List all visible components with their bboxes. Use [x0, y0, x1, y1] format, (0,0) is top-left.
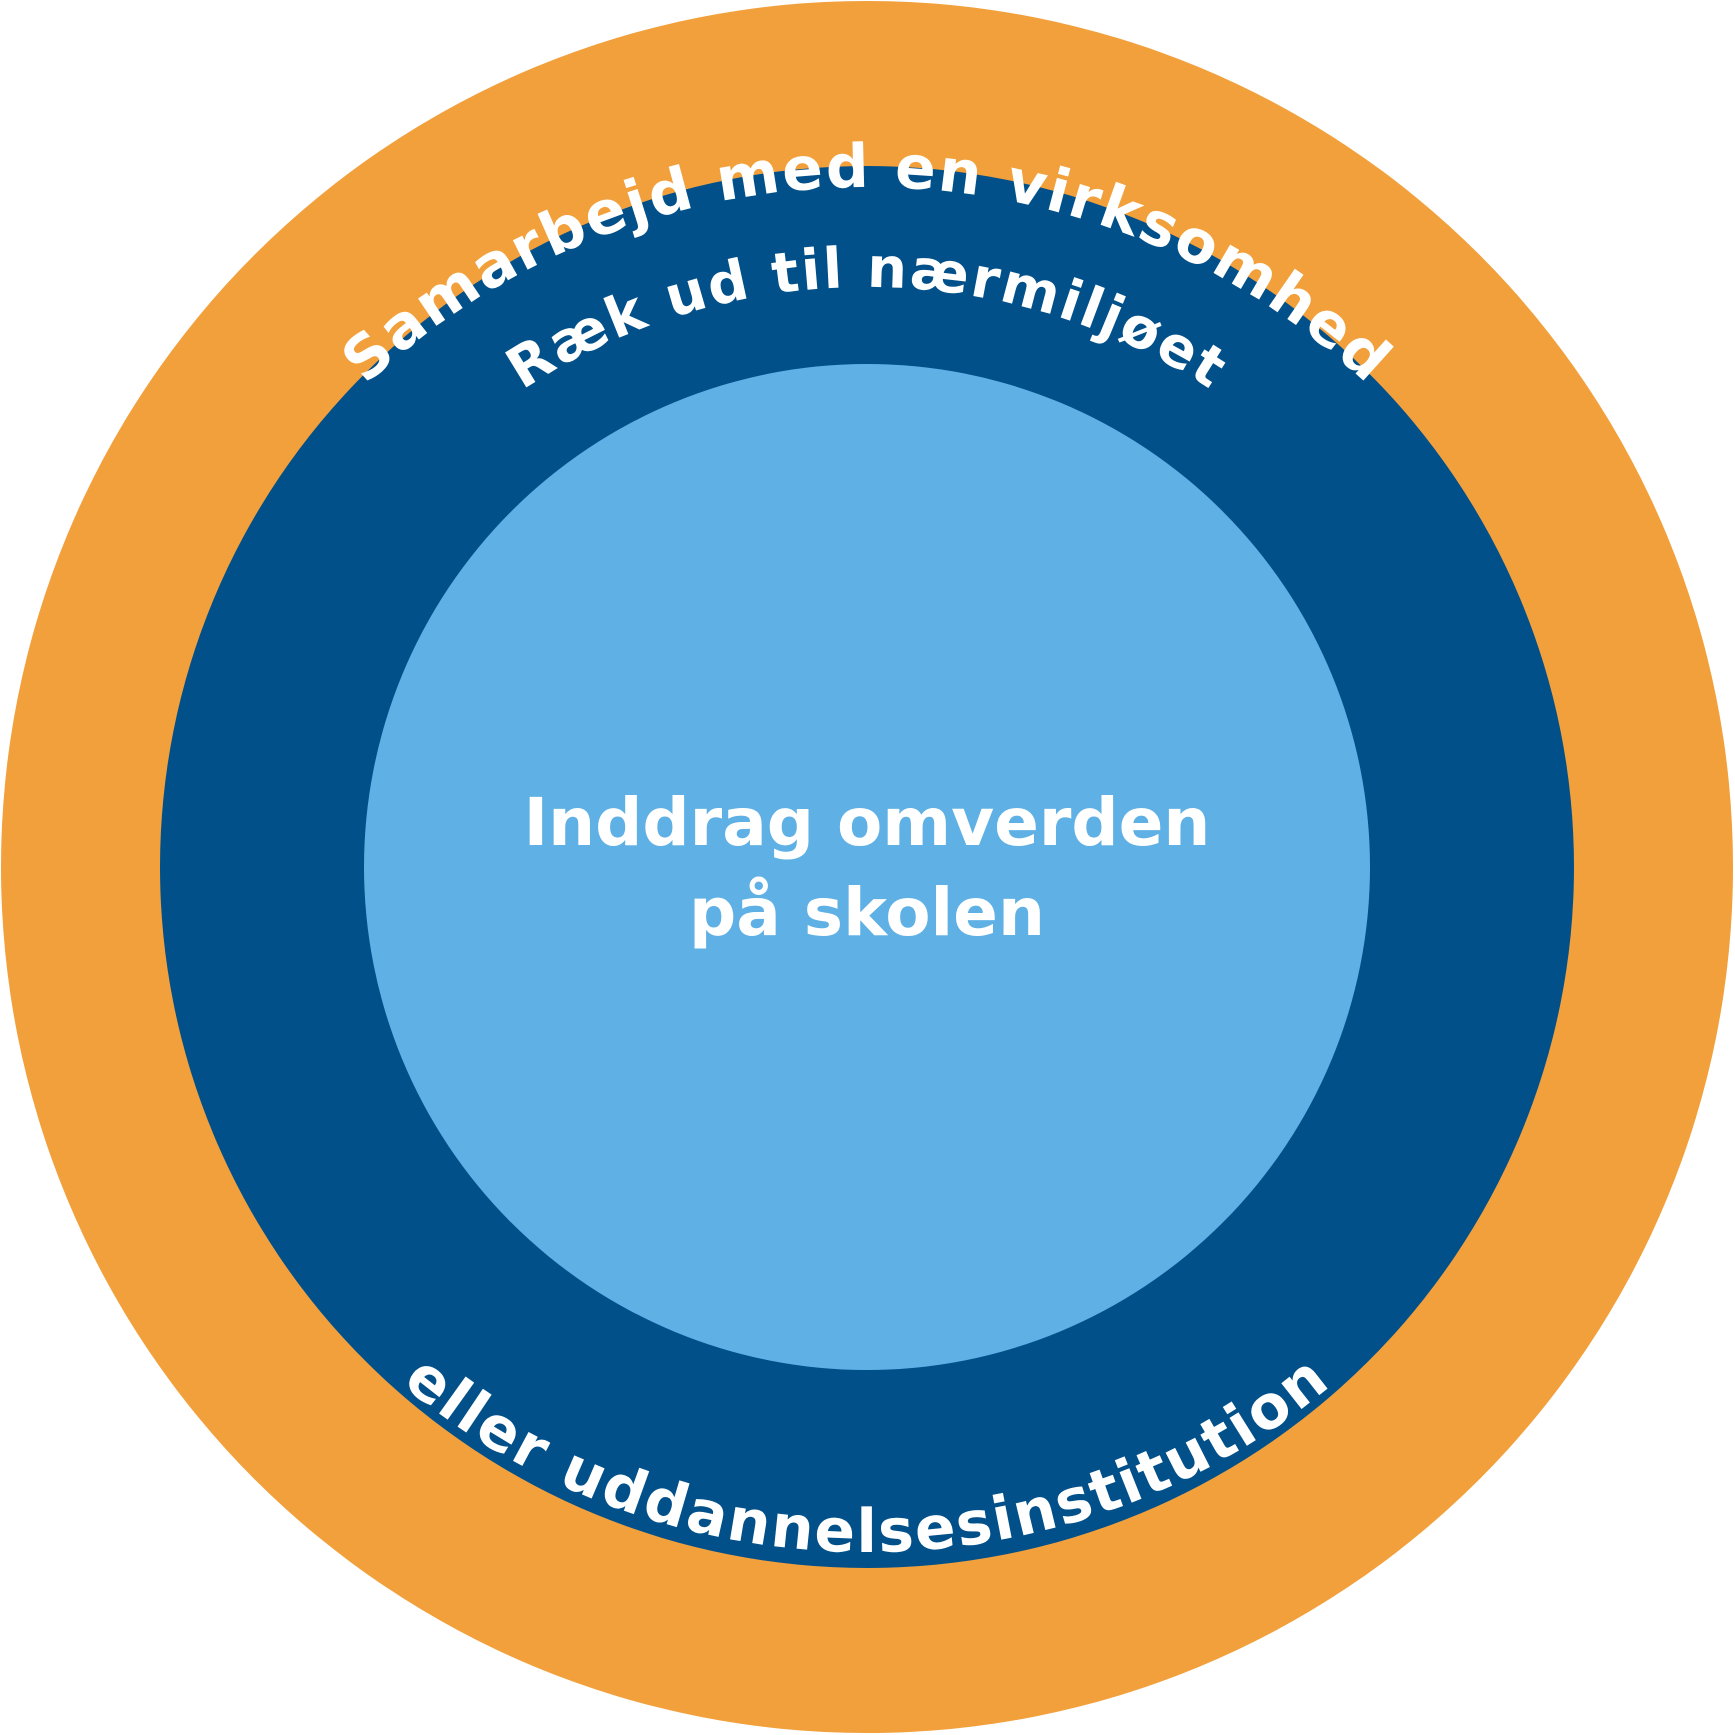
inner-circle	[364, 364, 1370, 1370]
center-title-line2: på skolen	[689, 874, 1045, 951]
center-title-line1: Inddrag omverden	[524, 784, 1211, 861]
